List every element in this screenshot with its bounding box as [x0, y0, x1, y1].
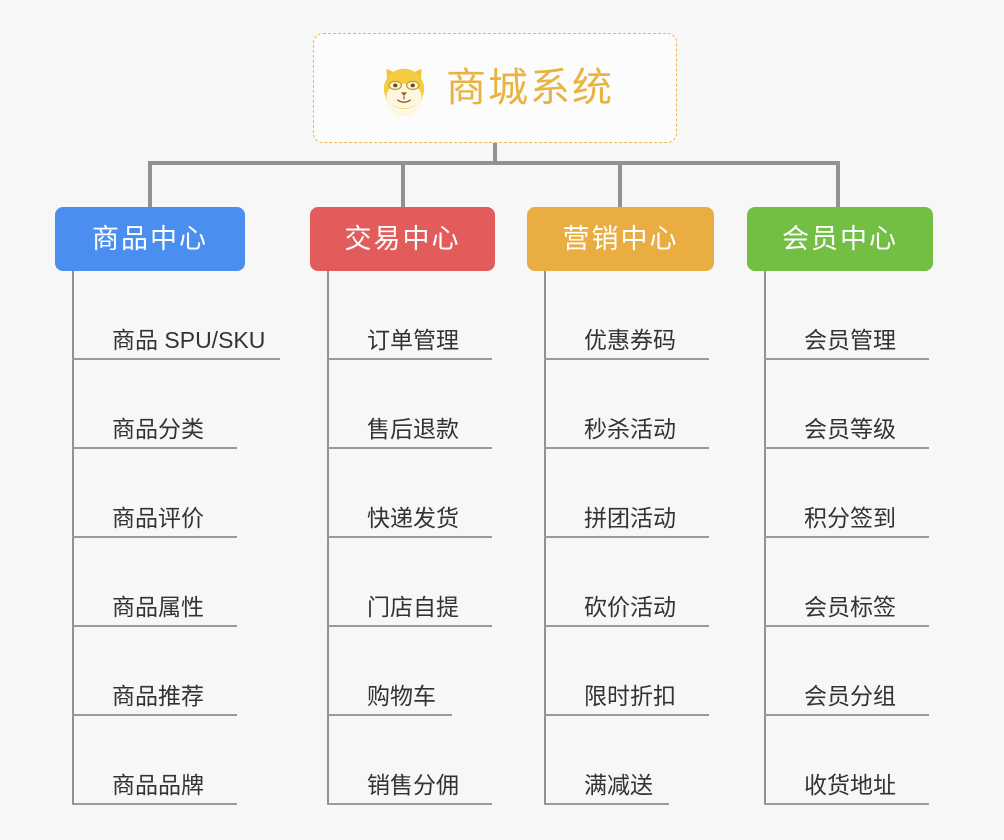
leaf-item-label: 优惠券码: [584, 326, 676, 353]
root-title: 商城系统: [446, 66, 614, 110]
leaf-item[interactable]: 商品品牌: [72, 716, 237, 805]
leaf-item-label: 会员管理: [804, 326, 896, 353]
category-label: 营销中心: [562, 223, 679, 254]
leaf-item[interactable]: 商品评价: [72, 449, 237, 538]
leaf-item[interactable]: 门店自提: [327, 538, 492, 627]
connector-drop-2: [401, 161, 405, 207]
leaf-item-label: 快递发货: [367, 504, 459, 531]
category-label: 商品中心: [92, 223, 208, 254]
leaf-item-label: 收货地址: [804, 771, 896, 798]
leaf-item[interactable]: 优惠券码: [544, 271, 709, 360]
leaf-spine: [72, 271, 74, 805]
leaf-item-label: 限时折扣: [584, 682, 676, 709]
leaf-item[interactable]: 限时折扣: [544, 627, 709, 716]
leaf-item-label: 购物车: [367, 682, 436, 709]
leaf-item[interactable]: 商品 SPU/SKU: [72, 271, 280, 360]
category-box-3[interactable]: 营销中心: [527, 207, 714, 271]
connector-root-stem: [493, 143, 497, 165]
leaf-item[interactable]: 收货地址: [764, 716, 929, 805]
leaf-item-label: 门店自提: [367, 593, 459, 620]
leaf-item-label: 会员分组: [804, 682, 896, 709]
leaf-item[interactable]: 会员等级: [764, 360, 929, 449]
leaf-item-label: 商品推荐: [112, 682, 204, 709]
category-box-2[interactable]: 交易中心: [310, 207, 495, 271]
leaf-item-label: 商品属性: [112, 593, 204, 620]
leaf-item[interactable]: 商品分类: [72, 360, 237, 449]
leaf-item[interactable]: 售后退款: [327, 360, 492, 449]
leaf-item-label: 订单管理: [367, 326, 459, 353]
leaf-item-label: 商品 SPU/SKU: [112, 326, 266, 353]
leaf-item-label: 积分签到: [804, 504, 896, 531]
leaf-spine: [764, 271, 766, 805]
leaf-item-label: 会员标签: [804, 593, 896, 620]
category-label: 会员中心: [782, 223, 898, 254]
leaf-item-label: 会员等级: [804, 415, 896, 442]
leaf-item-label: 商品评价: [112, 504, 204, 531]
leaf-item-label: 售后退款: [367, 415, 459, 442]
shiba-dog-face-icon: [376, 60, 432, 118]
leaf-item[interactable]: 销售分佣: [327, 716, 492, 805]
leaf-item-label: 销售分佣: [367, 771, 459, 798]
leaf-item[interactable]: 积分签到: [764, 449, 929, 538]
leaf-item-label: 商品品牌: [112, 771, 204, 798]
leaf-item-label: 砍价活动: [584, 593, 676, 620]
category-label: 交易中心: [344, 223, 461, 254]
connector-drop-4: [836, 161, 840, 207]
leaf-item[interactable]: 会员管理: [764, 271, 929, 360]
category-box-1[interactable]: 商品中心: [55, 207, 245, 271]
leaf-item[interactable]: 快递发货: [327, 449, 492, 538]
leaf-item[interactable]: 订单管理: [327, 271, 492, 360]
leaf-item-label: 商品分类: [112, 415, 204, 442]
root-node[interactable]: 商城系统: [313, 33, 677, 143]
leaf-item[interactable]: 砍价活动: [544, 538, 709, 627]
leaf-item-label: 满减送: [584, 771, 653, 798]
leaf-item[interactable]: 购物车: [327, 627, 452, 716]
leaf-item[interactable]: 拼团活动: [544, 449, 709, 538]
leaf-item[interactable]: 商品推荐: [72, 627, 237, 716]
leaf-item[interactable]: 满减送: [544, 716, 669, 805]
leaf-item[interactable]: 会员标签: [764, 538, 929, 627]
leaf-spine: [544, 271, 546, 805]
category-box-4[interactable]: 会员中心: [747, 207, 933, 271]
connector-drop-1: [148, 161, 152, 207]
connector-drop-3: [618, 161, 622, 207]
leaf-item[interactable]: 会员分组: [764, 627, 929, 716]
leaf-item-label: 拼团活动: [584, 504, 676, 531]
leaf-item[interactable]: 秒杀活动: [544, 360, 709, 449]
leaf-item-label: 秒杀活动: [584, 415, 676, 442]
leaf-spine: [327, 271, 329, 805]
connector-horizontal-bus: [150, 161, 840, 165]
leaf-item[interactable]: 商品属性: [72, 538, 237, 627]
